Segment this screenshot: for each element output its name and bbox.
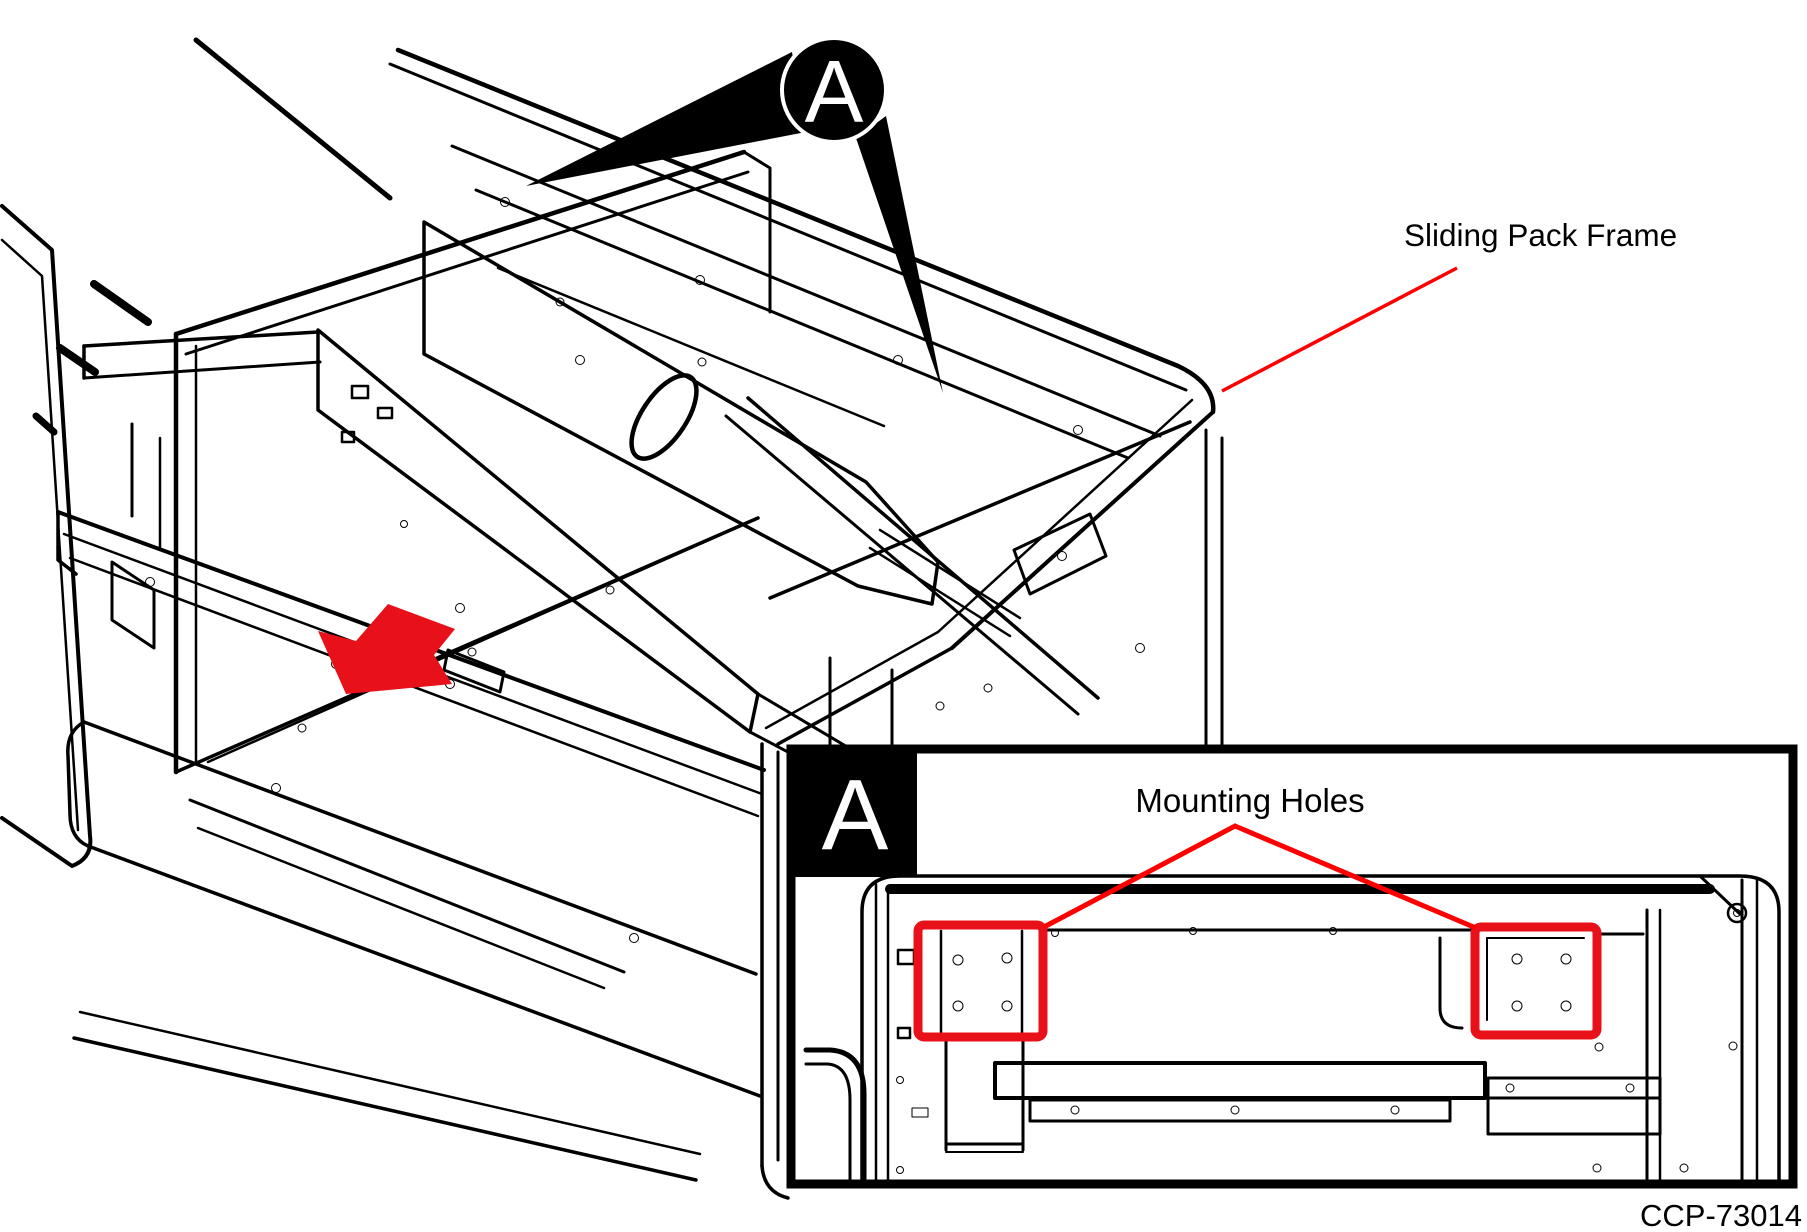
callout-a: A xyxy=(526,36,943,393)
sliding-pack-frame-label-group: Sliding Pack Frame xyxy=(1221,217,1677,393)
callout-wedge-left xyxy=(526,52,806,186)
drawer-slide-direction-arrow-icon xyxy=(318,604,455,694)
inset-border xyxy=(786,744,1798,1189)
corner-screw xyxy=(1726,902,1748,924)
mounting-holes-highlight-right xyxy=(1470,922,1602,1040)
detail-inset: A xyxy=(786,744,1798,1189)
tray-floor-rails xyxy=(82,266,886,990)
inset-callout-letter: A xyxy=(822,759,889,871)
callout-wedge-right xyxy=(856,116,943,393)
drawer-front-panel xyxy=(56,422,766,1182)
figure-code: CCP-73014 xyxy=(1640,1198,1802,1232)
callout-circle xyxy=(780,36,888,144)
paper-guide-plates xyxy=(316,220,1108,830)
mounting-holes-leader xyxy=(1042,823,1477,931)
frame-rear-wall xyxy=(388,47,1216,460)
sliding-pack-frame-label: Sliding Pack Frame xyxy=(1404,217,1677,253)
inset-callout-square xyxy=(788,750,917,877)
label-leader-line xyxy=(1221,266,1458,393)
mounting-holes-highlight-left xyxy=(913,920,1048,1042)
frame-right-side xyxy=(760,398,1224,1200)
mounting-holes-label: Mounting Holes xyxy=(1135,782,1364,819)
host-machine-edge xyxy=(0,37,393,868)
callout-letter: A xyxy=(805,42,864,141)
